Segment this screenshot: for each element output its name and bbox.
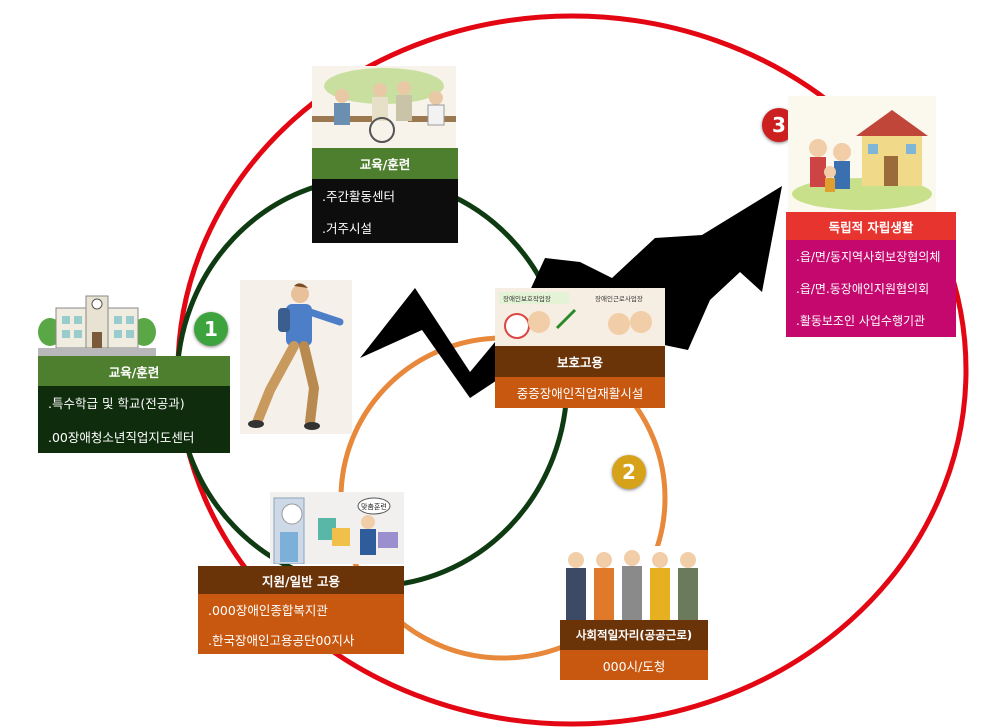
card-indep-title: 독립적 자립생활 [786,212,956,240]
card-school-title: 교육/훈련 [38,356,230,386]
card-indep-body: .읍/면/동지역사회보장협의체 .읍/면.동장애인지원협의회 .활동보조인 사업… [786,240,956,337]
card-support-item: .한국장애인고용공단00지사 [208,632,355,648]
card-school-item: .특수학급 및 학교(전공과) [48,396,185,411]
step-2-badge: 2 [612,455,646,489]
card-protect-title: 보호고용 [495,346,665,377]
step-1-badge: 1 [194,312,228,346]
card-protected-employment: 보호고용 중증장애인직업재활시설 [495,346,665,408]
card-support-item: .000장애인종합복지관 [208,602,328,618]
protected-workshop-label: 장애인보호작업장 [503,295,551,303]
support-employment-image: 맞춤훈련 [270,492,404,565]
card-school-body: .특수학급 및 학교(전공과) .00장애청소년직업지도센터 [38,386,230,453]
work-center-label: 장애인근로사업장 [595,295,643,303]
card-social-jobs: 사회적일자리(공공근로) 000시/도청 [560,620,708,680]
card-school-education: 교육/훈련 .특수학급 및 학교(전공과) .00장애청소년직업지도센터 [38,356,230,453]
card-social-item: 000시/도청 [560,650,708,680]
card-day-title: 교육/훈련 [312,148,458,179]
card-day-item: .주간활동센터 [322,188,395,204]
card-school-item: .00장애청소년직업지도센터 [48,429,195,445]
card-day-item: .거주시설 [322,220,372,236]
card-support-body: .000장애인종합복지관 .한국장애인고용공단00지사 [198,594,404,654]
school-building-image [38,288,156,356]
card-independent-living: 독립적 자립생활 .읍/면/동지역사회보장협의체 .읍/면.동장애인지원협의회 … [786,212,956,337]
card-protect-item: 중증장애인직업재활시설 [495,377,665,408]
card-indep-item: .읍/면/동지역사회보장협의체 [796,249,941,264]
day-center-image [312,66,456,148]
card-support-employment: 지원/일반 고용 .000장애인종합복지관 .한국장애인고용공단00지사 [198,566,404,654]
walking-man-image [240,280,352,434]
custom-training-label: 맞춤훈련 [361,503,387,511]
public-workers-image [560,546,708,620]
card-indep-item: .활동보조인 사업수행기관 [796,314,926,328]
card-support-title: 지원/일반 고용 [198,566,404,594]
protected-workshop-image: 장애인보호작업장 장애인근로사업장 [495,288,665,346]
card-day-center: 교육/훈련 .주간활동센터 .거주시설 [312,148,458,243]
family-house-image [788,96,936,212]
card-social-title: 사회적일자리(공공근로) [560,620,708,650]
card-indep-item: .읍/면.동장애인지원협의회 [796,281,930,296]
card-day-body: .주간활동센터 .거주시설 [312,179,458,243]
